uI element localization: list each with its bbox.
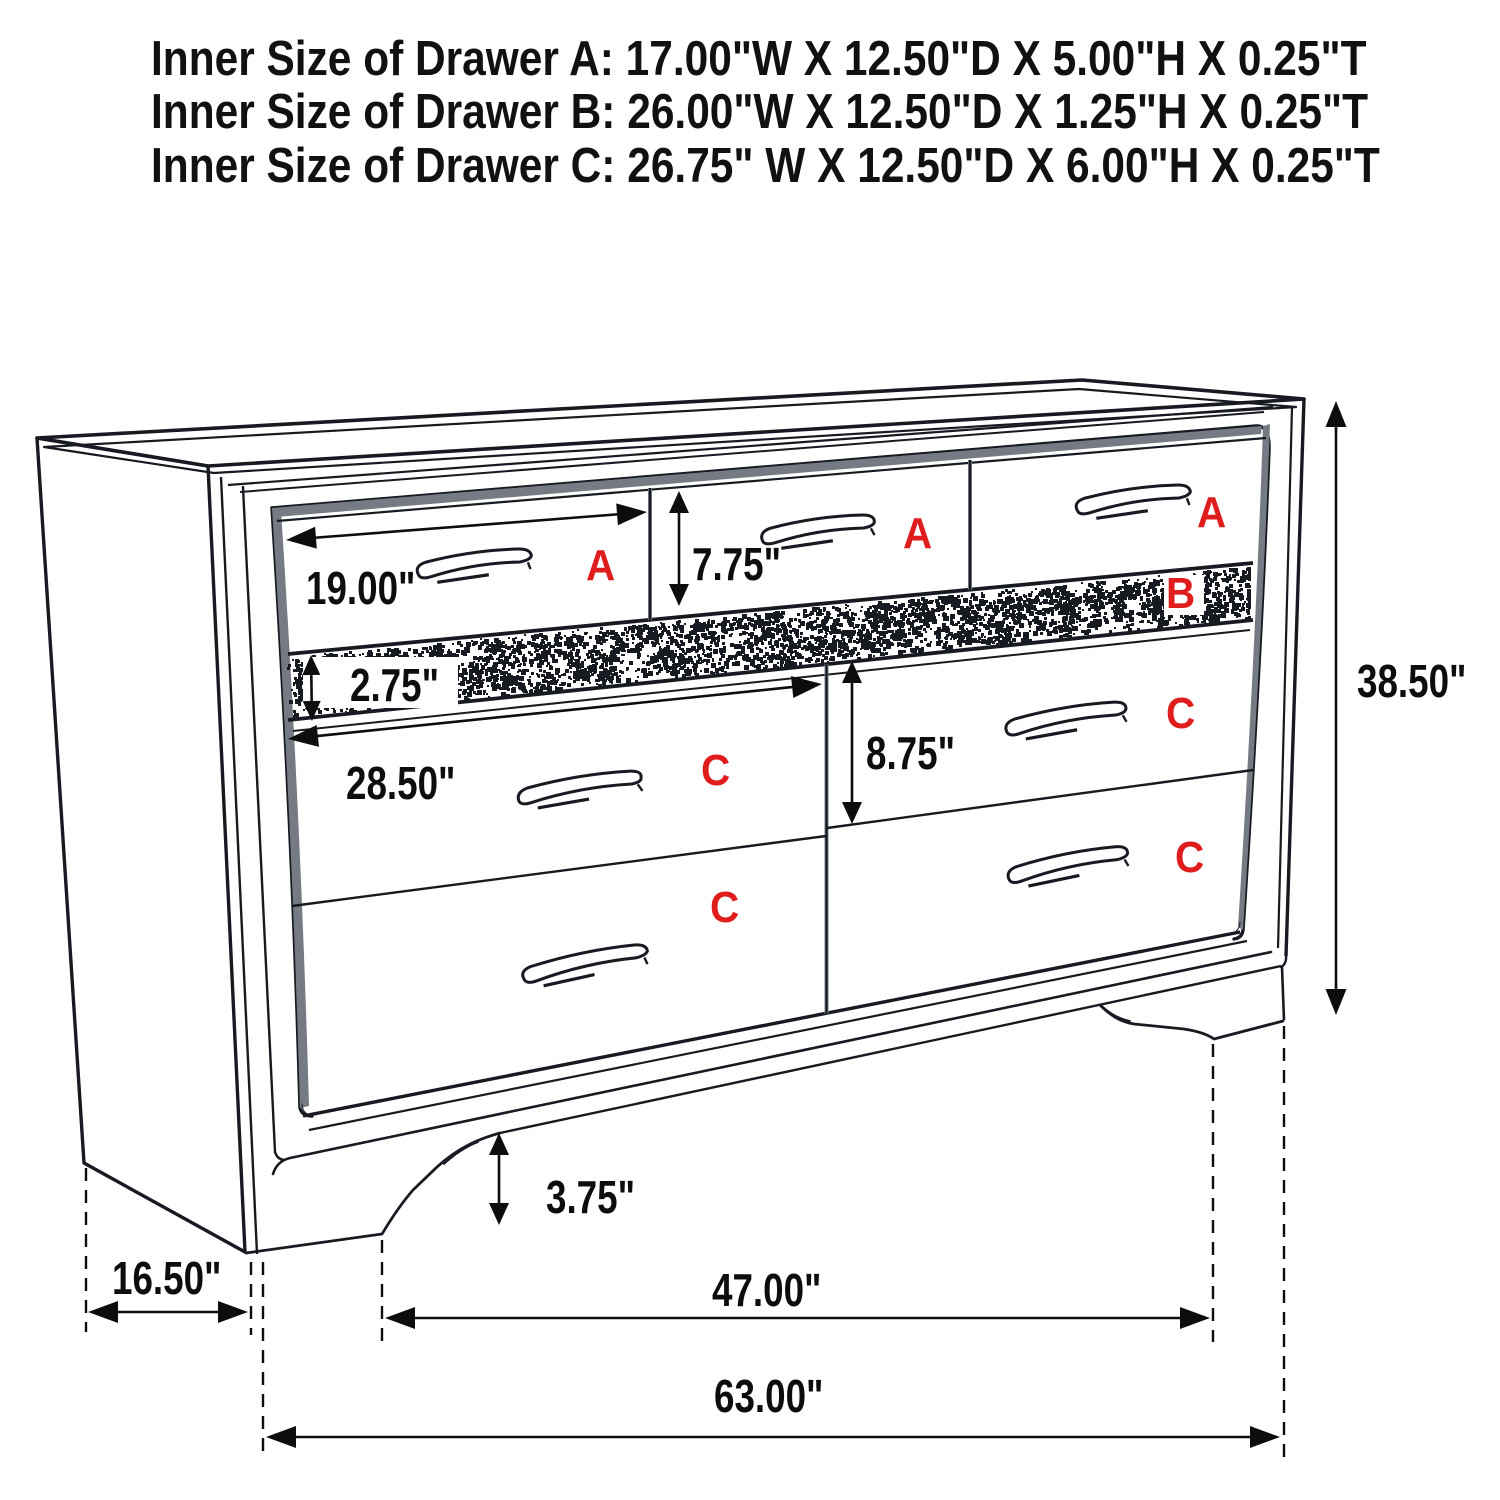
svg-text:C: C — [701, 745, 730, 794]
svg-text:63.00": 63.00" — [714, 1370, 824, 1422]
svg-text:2.75": 2.75" — [350, 659, 439, 711]
svg-text:28.50": 28.50" — [346, 757, 456, 809]
svg-text:8.75": 8.75" — [866, 727, 955, 779]
svg-text:3.75": 3.75" — [546, 1171, 635, 1223]
svg-text:16.50": 16.50" — [112, 1252, 222, 1304]
svg-text:B: B — [1166, 568, 1195, 617]
svg-text:19.00": 19.00" — [306, 562, 416, 614]
svg-text:47.00": 47.00" — [712, 1264, 822, 1316]
svg-text:38.50": 38.50" — [1357, 655, 1467, 707]
svg-text:C: C — [710, 882, 739, 931]
svg-text:A: A — [903, 508, 932, 557]
svg-text:7.75": 7.75" — [692, 538, 781, 590]
svg-text:C: C — [1175, 832, 1204, 881]
svg-text:A: A — [1197, 487, 1226, 536]
svg-text:C: C — [1166, 688, 1195, 737]
svg-text:Inner Size of Drawer A: 17.00": Inner Size of Drawer A: 17.00"W X 12.50"… — [151, 31, 1366, 86]
svg-text:A: A — [586, 540, 615, 589]
svg-text:Inner Size of Drawer C: 26.75": Inner Size of Drawer C: 26.75" W X 12.50… — [151, 138, 1380, 193]
svg-text:Inner Size of Drawer B: 26.00": Inner Size of Drawer B: 26.00"W X 12.50"… — [151, 84, 1368, 139]
